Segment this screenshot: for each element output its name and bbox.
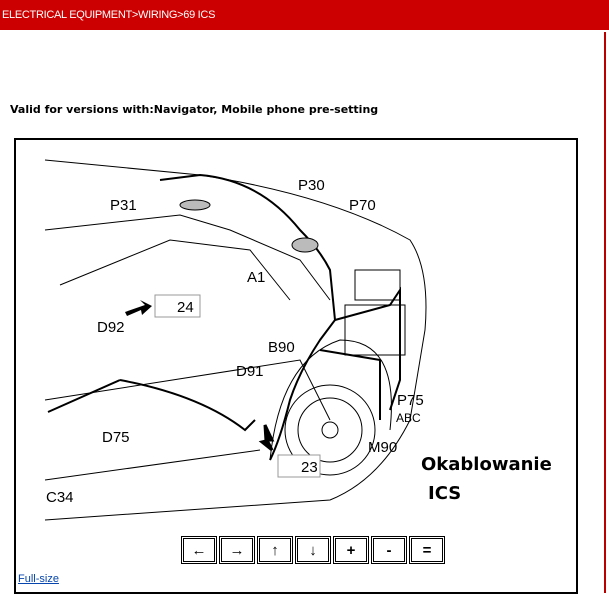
top-bar: ELECTRICAL EQUIPMENT>WIRING>69 ICS [0,0,609,30]
zoom-in-button[interactable]: + [333,536,369,564]
speaker-p30 [291,237,319,253]
wiring-harness [47,173,401,461]
full-size-link[interactable]: Full-size [18,573,59,585]
label-p70: P70 [349,197,376,214]
pan-left-button[interactable]: ← [181,536,217,564]
label-m90: M90 [368,439,397,456]
arrow-icon [258,424,275,452]
ref-box-23 [277,454,321,478]
breadcrumb: ELECTRICAL EQUIPMENT>WIRING>69 ICS [2,9,216,21]
divider [604,32,606,593]
label-a1: A1 [247,269,265,286]
caption-line2: ICS [428,483,461,504]
reset-zoom-button[interactable]: = [409,536,445,564]
label-b90: B90 [268,339,295,356]
pan-down-button[interactable]: ↓ [295,536,331,564]
pan-right-button[interactable]: → [219,536,255,564]
label-p30: P30 [298,177,325,194]
pan-up-button[interactable]: ↑ [257,536,293,564]
zoom-out-button[interactable]: - [371,536,407,564]
label-p75: P75 [397,392,424,409]
label-p31: P31 [110,197,137,214]
speaker-p31 [179,199,211,211]
arrow-icon [125,300,152,316]
label-ref-23: 23 [301,459,318,476]
car-outline [44,159,427,521]
label-ref-24: 24 [177,299,194,316]
label-p75-pins: ABC [396,411,421,425]
label-d75: D75 [102,429,130,446]
caption-line1: Okablowanie [421,454,552,475]
diagram-nav-toolbar: ← → ↑ ↓ + - = [181,536,445,564]
label-d92: D92 [97,319,125,336]
label-d91: D91 [236,363,264,380]
ref-box-24 [154,294,201,318]
validity-note: Valid for versions with:Navigator, Mobil… [10,103,379,116]
label-c34: C34 [46,489,74,506]
